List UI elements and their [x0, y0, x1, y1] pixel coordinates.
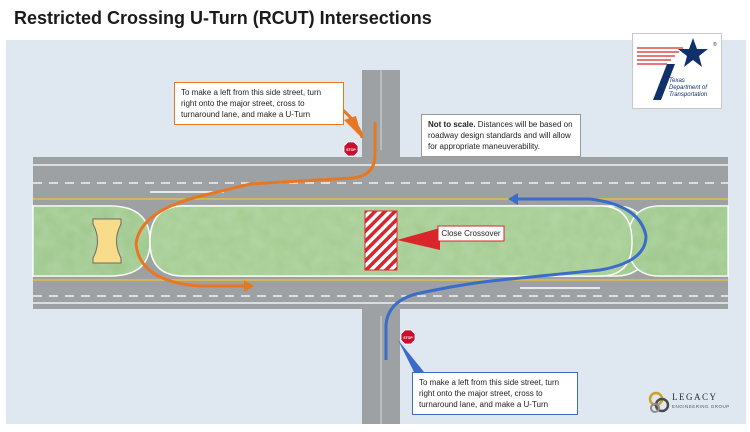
callout-left-turn-south: To make a left from this side street, tu… — [412, 372, 578, 415]
refuge-island — [92, 218, 122, 264]
u-turn-arrowhead-blue — [508, 193, 518, 205]
close-crossover-label: Close Crossover — [441, 229, 501, 238]
stop-sign-icon — [400, 329, 416, 345]
stop-sign-icon — [343, 141, 359, 157]
crossover-label-box — [437, 225, 505, 242]
scale-note-bold: Not to scale. — [428, 120, 476, 129]
callout-left-turn-north: To make a left from this side street, tu… — [174, 82, 344, 125]
blue-callout-pointer — [398, 340, 424, 372]
crossover-pointer — [397, 228, 440, 250]
closed-crossover — [364, 210, 398, 271]
legacy-logo-name: LEGACY — [672, 392, 718, 402]
page-title: Restricted Crossing U-Turn (RCUT) Inters… — [14, 8, 432, 28]
u-turn-path-blue — [384, 197, 648, 360]
txdot-logo: ® Texas Department of Transportation — [632, 33, 722, 109]
callout-left-turn-north-text: To make a left from this side street, tu… — [181, 88, 322, 119]
stop-sign-text-north: STOP — [346, 148, 356, 152]
txdot-star-icon: ® — [637, 38, 717, 100]
scale-note: Not to scale. Distances will be based on… — [421, 114, 581, 157]
txdot-logo-text: Texas Department of Transportation — [669, 78, 708, 98]
median-right-texture — [628, 206, 728, 276]
txdot-registered-mark: ® — [713, 41, 717, 48]
left-turn-arrowhead-orange — [244, 280, 254, 292]
median-left-texture — [33, 206, 150, 276]
scale-note-text: Distances will be based on roadway desig… — [428, 120, 573, 151]
legacy-logo-sub: ENGINEERING GROUP — [672, 404, 730, 409]
legacy-knot-icon — [648, 391, 670, 413]
left-turn-path-orange — [134, 122, 377, 288]
callout-left-turn-south-text: To make a left from this side street, tu… — [419, 378, 560, 409]
orange-callout-pointer — [344, 116, 362, 138]
legacy-logo: LEGACY ENGINEERING GROUP — [648, 388, 740, 420]
stop-sign-text-south: STOP — [403, 336, 413, 340]
